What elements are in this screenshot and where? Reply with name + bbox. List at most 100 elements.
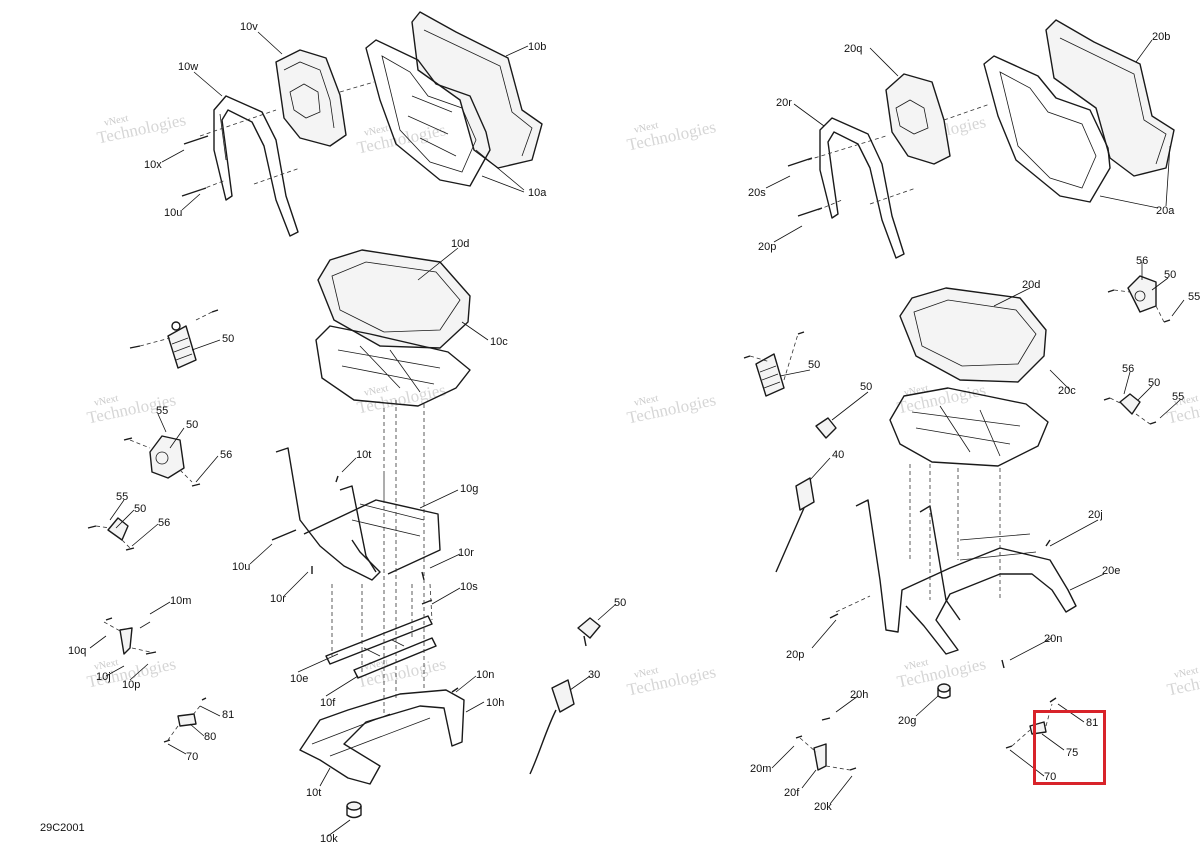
label-20g: 20g	[898, 715, 916, 727]
label-55: 55	[1172, 391, 1184, 403]
seatbelt-retractor-50	[149, 435, 185, 479]
seat-base-10c	[315, 325, 471, 407]
watermark: vNext Technologies	[625, 662, 717, 699]
label-10j: 10j	[96, 671, 111, 683]
watermark: vNext Technologies	[625, 117, 717, 154]
seatbelt-retractor-right	[1127, 275, 1157, 313]
part-labels: 10v 10w 10b 10x 10u 10a 10d 10c 50 55 50…	[68, 21, 1200, 845]
label-50: 50	[134, 503, 146, 515]
svg-text:vNext: vNext	[633, 393, 659, 409]
label-10v: 10v	[240, 21, 258, 33]
fasteners-left	[87, 135, 459, 743]
alignment-lines-right	[749, 103, 1165, 771]
label-10e: 10e	[290, 673, 308, 685]
svg-text:vNext: vNext	[103, 113, 129, 129]
svg-text:vNext: vNext	[1173, 393, 1199, 409]
label-20q: 20q	[844, 43, 862, 55]
label-70: 70	[186, 751, 198, 763]
label-50: 50	[860, 381, 872, 393]
seat-back-shell-20a	[983, 55, 1111, 203]
label-20d: 20d	[1022, 279, 1040, 291]
clip-10m-left	[119, 621, 151, 655]
label-75: 75	[1066, 747, 1078, 759]
label-10t: 10t	[306, 787, 321, 799]
label-20f: 20f	[784, 787, 800, 799]
label-20p: 20p	[786, 649, 804, 661]
label-20h: 20h	[850, 689, 868, 701]
label-10c: 10c	[490, 336, 508, 348]
label-56: 56	[158, 517, 170, 529]
label-10q: 10q	[68, 645, 86, 657]
label-56: 56	[1122, 363, 1134, 375]
label-30: 30	[588, 669, 600, 681]
label-56: 56	[1136, 255, 1148, 267]
svg-text:Technologies: Technologies	[95, 110, 187, 147]
label-20p: 20p	[758, 241, 776, 253]
clamp-80	[177, 713, 197, 727]
label-50: 50	[186, 419, 198, 431]
label-50: 50	[808, 359, 820, 371]
buckle-40	[775, 477, 815, 573]
buckle-50-lower	[577, 617, 601, 647]
label-20s: 20s	[748, 187, 766, 199]
label-20b: 20b	[1152, 31, 1170, 43]
label-80: 80	[204, 731, 216, 743]
label-10w: 10w	[178, 61, 198, 73]
watermark: vNext Technologies	[95, 110, 187, 147]
seat-frame-20e	[855, 499, 1077, 655]
seat-base-frame-10h	[299, 689, 465, 785]
alignment-lines-left	[95, 81, 433, 741]
figure-id: 29C2001	[40, 822, 85, 834]
label-50: 50	[1164, 269, 1176, 281]
svg-text:vNext: vNext	[363, 657, 389, 673]
svg-text:vNext: vNext	[93, 393, 119, 409]
seatbelt-50-upper-right	[755, 353, 785, 397]
seat-back-shell-10a	[365, 39, 491, 187]
watermark: vNext Technologies	[1165, 662, 1200, 699]
label-50: 50	[222, 333, 234, 345]
watermark-group: vNext Technologies vNext Technologies vN…	[85, 110, 1200, 699]
headrest-10v	[275, 49, 347, 147]
label-10k: 10k	[320, 833, 338, 843]
watermark: vNext Technologies	[625, 390, 717, 427]
label-55: 55	[156, 405, 168, 417]
buckle-30	[529, 679, 575, 775]
svg-text:vNext: vNext	[903, 657, 929, 673]
seat-back-10b	[411, 11, 543, 169]
svg-text:Technologies: Technologies	[625, 117, 717, 154]
bushing-10k	[346, 801, 362, 819]
label-10n: 10n	[476, 669, 494, 681]
seat-cushion-20d	[899, 287, 1047, 383]
label-10u: 10u	[232, 561, 250, 573]
label-10m: 10m	[170, 595, 191, 607]
label-50: 50	[1148, 377, 1160, 389]
label-10b: 10b	[528, 41, 546, 53]
bushing-20g	[937, 683, 951, 699]
label-20r: 20r	[776, 97, 792, 109]
svg-text:vNext: vNext	[363, 123, 389, 139]
seatbelt-50-upper-left	[167, 321, 197, 369]
label-10r: 10r	[458, 547, 474, 559]
label-40: 40	[832, 449, 844, 461]
label-55: 55	[1188, 291, 1200, 303]
seat-slider-rails	[325, 615, 437, 679]
seat-frame-20r	[819, 117, 905, 259]
svg-text:vNext: vNext	[1173, 665, 1199, 681]
seat-cushion-10d	[317, 249, 471, 349]
headrest-20q	[885, 73, 951, 165]
label-20c: 20c	[1058, 385, 1076, 397]
buckle-50-right	[815, 417, 837, 439]
watermark: vNext Technologies	[1165, 390, 1200, 427]
label-70: 70	[1044, 771, 1056, 783]
label-10t: 10t	[356, 449, 371, 461]
svg-text:Technologies: Technologies	[625, 390, 717, 427]
label-50: 50	[614, 597, 626, 609]
svg-text:vNext: vNext	[633, 665, 659, 681]
watermark: vNext Technologies	[355, 654, 447, 691]
label-10s: 10s	[460, 581, 478, 593]
highlight-box	[1033, 710, 1106, 785]
label-10a: 10a	[528, 187, 547, 199]
seat-frame-10w	[213, 95, 299, 237]
label-56: 56	[220, 449, 232, 461]
